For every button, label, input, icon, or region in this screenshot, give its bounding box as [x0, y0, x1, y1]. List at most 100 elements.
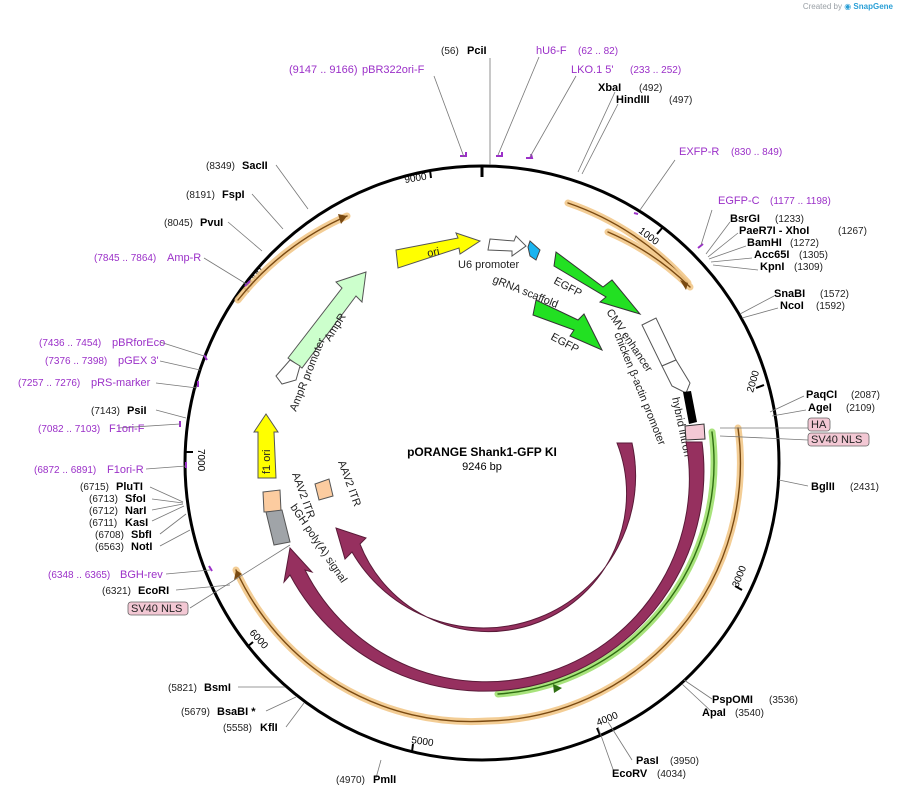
tick-6000-mark — [246, 641, 254, 648]
leader-lines — [117, 56, 809, 779]
egfp-arrow-1 — [553, 251, 642, 315]
tick-1000-mark — [656, 226, 664, 235]
orf-halos — [232, 199, 744, 726]
enzyme-pos-xbai: (492) — [639, 83, 662, 94]
enzyme-xbai: XbaI — [598, 82, 621, 94]
primer-range-hu6-f: (62 .. 82) — [578, 46, 618, 57]
cba-promoter-arrow — [661, 359, 691, 394]
primer-range-prs-marker: (7257 .. 7276) — [18, 378, 80, 389]
cas9-arrow-outer — [283, 441, 705, 692]
enzyme-bamhi: BamHI — [747, 237, 782, 249]
orf-halo-ampr — [234, 212, 351, 304]
enzyme-apai: ApaI — [702, 707, 726, 719]
enzyme-bglii: BglII — [811, 481, 835, 493]
snapgene-logo: ◉ SnapGene — [844, 2, 893, 11]
plasmid-name: pORANGE Shank1-GFP KI — [407, 445, 557, 459]
credit-prefix: Created by — [802, 2, 842, 11]
bottom-left-labels: (4970) PmlI (5558) KflI (5679) BsaBI * (… — [18, 160, 396, 786]
primer-range-lko1-5: (233 .. 252) — [630, 65, 681, 76]
primer-range-pbrforeco: (7436 .. 7454) — [39, 338, 101, 349]
enzyme-pasi: PasI — [636, 755, 659, 767]
enzyme-fspi: FspI — [222, 189, 245, 201]
tick-5000-mark — [411, 743, 414, 753]
enzyme-bsrgi: BsrGI — [730, 213, 760, 225]
enzyme-ecorv: EcoRV — [612, 768, 648, 780]
enzyme-pos-kasi: (6711) — [89, 518, 117, 529]
primer-range-bgh-rev: (6348 .. 6365) — [48, 570, 110, 581]
aav2-itr-left — [262, 489, 282, 513]
enzyme-pos-hindiii: (497) — [669, 95, 692, 106]
snapgene-credit: Created by ◉ SnapGene — [803, 2, 893, 11]
orf-line-egfp — [497, 431, 715, 695]
enzyme-pos-snabi: (1572) — [820, 289, 849, 300]
sv40-nls-left-box — [127, 601, 189, 616]
aav2-itr-right-label: AAV2 ITR — [335, 459, 363, 508]
enzyme-pluti: PluTI — [116, 481, 143, 493]
u6-promoter-label: U6 promoter — [458, 259, 519, 271]
enzyme-paer7i-xhoi: PaeR7I - XhoI — [739, 225, 809, 237]
enzyme-pos-bamhi: (1272) — [790, 238, 819, 249]
primer-marks — [179, 152, 704, 572]
enzyme-pos-kfli: (5558) — [223, 723, 252, 734]
enzyme-pos-bsmi: (5821) — [168, 683, 197, 694]
primer-f1ori-r: F1ori-R — [107, 464, 144, 476]
bgh-polya-box — [265, 509, 291, 546]
enzyme-pos-ecorv: (4034) — [657, 769, 686, 780]
primer-range-pbr322ori-f: (9147 .. 9166) — [289, 64, 358, 76]
grna-scaffold-label: gRNA scaffold — [491, 274, 560, 311]
enzyme-pos-pluti: (6715) — [80, 482, 109, 493]
enzyme-pos-psii: (7143) — [91, 406, 120, 417]
f1-ori-arrow — [253, 413, 279, 479]
ha-tag-box — [807, 417, 831, 432]
plasmid-size: 9246 bp — [462, 461, 502, 473]
primer-pbrforeco: pBRforEco — [112, 337, 165, 349]
enzyme-paqci: PaqCI — [806, 389, 837, 401]
enzyme-pos-bglii: (2431) — [850, 482, 879, 493]
primer-amp-r: Amp-R — [167, 252, 201, 264]
enzyme-pos-pspomi: (3536) — [769, 695, 798, 706]
primer-pbr322ori-f: pBR322ori-F — [362, 64, 425, 76]
primer-range-f1ori-f: (7082 .. 7103) — [38, 424, 100, 435]
primer-exfp-r: EXFP-R — [679, 146, 719, 158]
primer-bgh-rev: BGH-rev — [120, 569, 163, 581]
orf-arrow-ampr — [338, 214, 347, 224]
enzyme-ncoi: NcoI — [780, 300, 804, 312]
primer-range-pgex3: (7376 .. 7398) — [45, 356, 107, 367]
tick-2000-mark — [755, 384, 765, 389]
enzyme-pos-sacii: (8349) — [206, 161, 235, 172]
enzyme-pmli: PmlI — [373, 774, 396, 786]
hybrid-intron-box — [683, 391, 697, 424]
enzyme-acc65i: Acc65I — [754, 249, 789, 261]
enzyme-ecori: EcoRI — [138, 585, 169, 597]
enzyme-pos-ecori: (6321) — [102, 586, 131, 597]
cas9-label-outer: Cas9 — [528, 653, 556, 671]
cas9-arrow-inner — [335, 442, 637, 633]
enzyme-bsmi: BsmI — [204, 682, 231, 694]
ori-label: ori — [426, 246, 440, 260]
enzyme-sfoi: SfoI — [125, 493, 146, 505]
enzyme-kasi: KasI — [125, 517, 148, 529]
f1-ori-label: f1 ori — [261, 450, 273, 474]
enzyme-pos-pvui: (8045) — [164, 218, 193, 229]
enzyme-sacii: SacII — [242, 160, 268, 172]
tick-9000: 9000 — [404, 172, 428, 186]
primer-prs-marker: pRS-marker — [91, 377, 151, 389]
sv40-nls-right-label: SV40 NLS — [811, 434, 862, 446]
enzyme-pos-ncoi: (1592) — [816, 301, 845, 312]
primer-range-f1ori-r: (6872 .. 6891) — [34, 465, 96, 476]
primer-range-amp-r: (7845 .. 7864) — [94, 253, 156, 264]
u6-promoter-arrow — [487, 235, 527, 257]
enzyme-pos-pmli: (4970) — [336, 775, 365, 786]
enzyme-pos-paer7i-xhoi: (1267) — [838, 226, 867, 237]
enzyme-agei: AgeI — [808, 402, 832, 414]
primer-mark-egfpc — [697, 243, 704, 249]
enzyme-pos-kpni: (1309) — [794, 262, 823, 273]
grna-scaffold-arrow — [527, 240, 541, 261]
primer-mark-hu6 — [496, 152, 503, 157]
sv40-nls-right-box — [807, 432, 870, 447]
orf-line-ampr — [237, 215, 348, 301]
primer-f1ori-f: F1ori-F — [109, 423, 145, 435]
cas9-label-inner: Cas9 — [513, 595, 541, 616]
enzyme-snabi: SnaBI — [774, 288, 805, 300]
enzyme-kfli: KflI — [260, 722, 278, 734]
